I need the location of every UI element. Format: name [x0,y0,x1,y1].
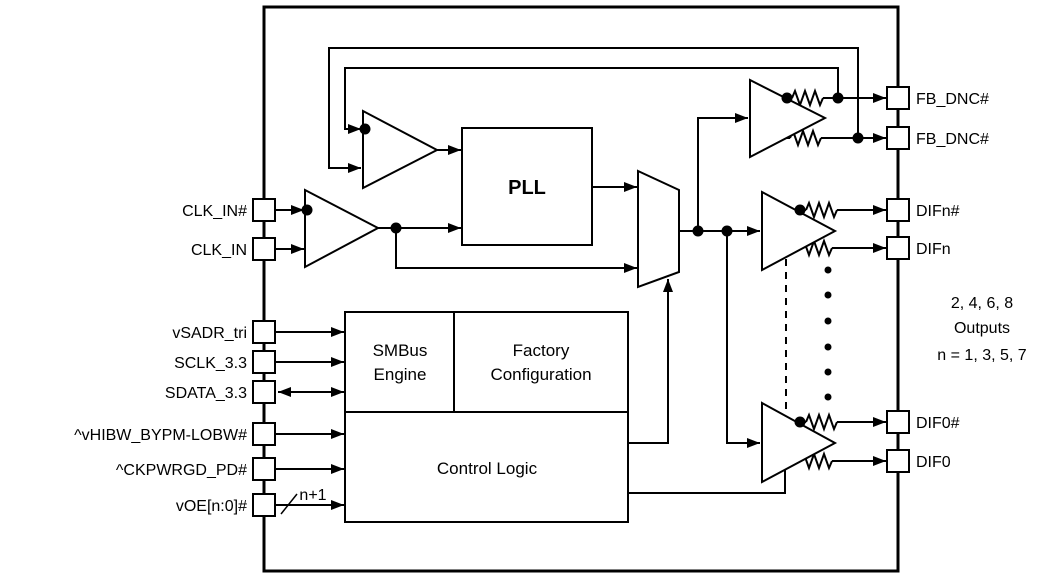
pin-square [252,320,276,344]
chip-outline [262,5,900,573]
dif0-output-buffer [761,401,838,484]
pin-label: DIFn [916,241,951,258]
wire-feedback-loop-inner [344,67,839,134]
pin-sclk: SCLK_3.3 [174,350,276,374]
pin-square [252,380,276,404]
outputs-note-line3: n = 1, 3, 5, 7 [937,347,1027,364]
junction-dot [359,123,371,135]
pin-label: ^vHIBW_BYPM-LOBW# [74,427,247,444]
wire-mux-to-fb-buffer [697,113,748,231]
factory-configuration-label-1: Factory [513,341,570,360]
junction-dot [794,416,806,428]
wire-refclk-bypass-to-mux [395,228,637,273]
wire-dif0-enable [628,470,786,494]
junction-dot [794,204,806,216]
pin-voe: vOE[n:0]# [176,493,276,517]
smbus-engine-label-1: SMBus [373,341,428,360]
pin-square [252,237,276,261]
pin-square [886,126,910,150]
pin-label: SDATA_3.3 [165,385,247,402]
clock-mux [637,169,680,289]
pin-difn: DIFn [886,236,951,260]
pin-difn-b: DIFn# [886,198,960,222]
junction-dot [832,92,844,104]
pin-clk-in: CLK_IN [191,237,276,261]
pin-label: SCLK_3.3 [174,355,247,372]
pin-dif0-b: DIF0# [886,410,960,434]
right-pins: FB_DNC# FB_DNC# DIFn# DIFn DIF0# DIF0 [886,86,989,473]
pin-square [886,449,910,473]
junction-dot [390,222,402,234]
pin-label: DIF0# [916,415,960,432]
feedback-buffer [362,109,440,190]
outputs-note-line1: 2, 4, 6, 8 [951,295,1013,312]
pin-square [252,457,276,481]
pin-label: CLK_IN [191,242,247,259]
ellipsis-dot [824,368,832,376]
bus-width-label: n+1 [299,487,326,504]
pin-label: vSADR_tri [172,325,247,342]
wire-mux-to-dif0-buffer [726,231,760,448]
ellipsis-dot [824,393,832,401]
pin-square [886,86,910,110]
pin-clk-in-b: CLK_IN# [182,198,276,222]
smbus-engine-label-2: Engine [374,365,427,384]
junction-dot [781,92,793,104]
pin-label: FB_DNC# [916,91,989,108]
pin-square [252,350,276,374]
junction-dot [852,132,864,144]
factory-configuration-label-2: Configuration [490,365,591,384]
bus-width-slash [280,493,298,515]
pin-sdata: SDATA_3.3 [165,380,276,404]
control-block: SMBus Engine Factory Configuration Contr… [344,311,629,523]
pin-label: CLK_IN# [182,203,247,220]
ellipsis-dot [824,317,832,325]
wire-mux-select [628,279,673,444]
pin-label: vOE[n:0]# [176,498,247,515]
ellipsis-dot [824,266,832,274]
pll-box [461,127,593,246]
pin-square [252,198,276,222]
junction-dots [301,92,864,428]
pin-ckpwrgd-pd: ^CKPWRGD_PD# [116,457,276,481]
pll-block: PLL [461,127,593,246]
difn-output-buffer [761,190,838,272]
junction-dot [692,225,704,237]
repeated-outputs-ellipsis [824,266,832,401]
pin-label: FB_DNC# [916,131,989,148]
pin-vhibw-bypm-lobw: ^vHIBW_BYPM-LOBW# [74,422,276,446]
pin-label: ^CKPWRGD_PD# [116,462,247,479]
output-resistors [789,90,838,469]
control-logic-label: Control Logic [437,459,538,478]
pin-dif0: DIF0 [886,449,951,473]
left-pins: CLK_IN# CLK_IN vSADR_tri SCLK_3.3 SDATA_… [74,198,276,517]
input-buffer [304,188,381,269]
pin-vsadr-tri: vSADR_tri [172,320,276,344]
junction-dot [721,225,733,237]
ellipsis-dot [824,291,832,299]
resistor-dif0-upper [805,414,838,430]
pin-square [886,236,910,260]
junction-dot [301,204,313,216]
pin-fb-dnc-b-2: FB_DNC# [886,126,989,150]
wire-feedback-loop-outer [328,47,859,173]
pin-square [252,493,276,517]
annotations: n+1 2, 4, 6, 8 Outputs n = 1, 3, 5, 7 [299,295,1026,504]
control-box [344,311,629,523]
outputs-note-line2: Outputs [954,320,1010,337]
pin-label: DIFn# [916,203,960,220]
pin-square [252,422,276,446]
pin-label: DIF0 [916,454,951,471]
pin-square [886,410,910,434]
pin-square [886,198,910,222]
ellipsis-dot [824,343,832,351]
pin-fb-dnc-b-1: FB_DNC# [886,86,989,110]
pll-label: PLL [508,177,546,199]
resistor-difn-upper [805,202,838,218]
